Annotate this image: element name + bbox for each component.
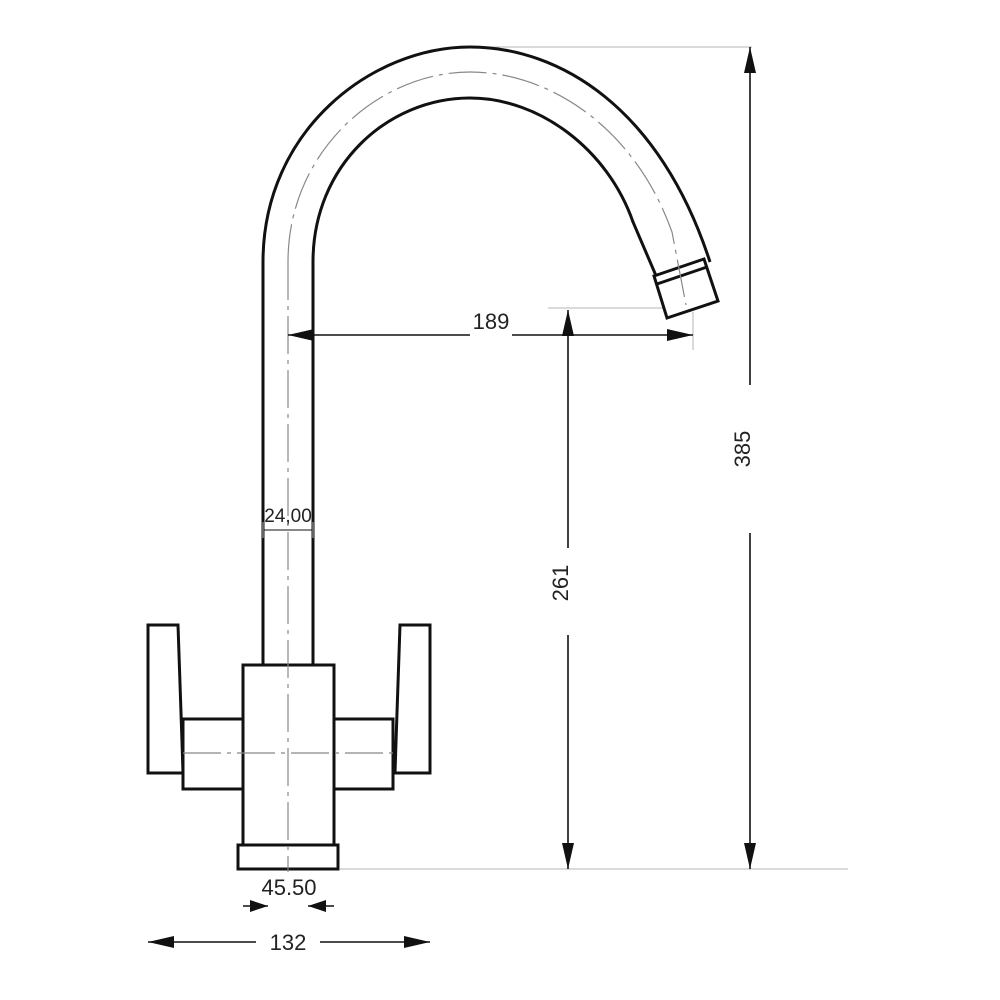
handle-span-arrow-left (148, 936, 174, 948)
spout-centerline (287, 71, 687, 306)
base-diameter-label: 45.50 (261, 875, 316, 900)
base-diameter-arrow-left (250, 900, 268, 912)
column-diameter-label: 24,00 (264, 506, 312, 527)
left-valve-housing (181, 717, 247, 791)
handle-span-label: 132 (270, 930, 307, 955)
total-height-arrow-top (744, 47, 756, 73)
outlet-height-arrow-top (562, 310, 574, 336)
outlet-height-label: 261 (548, 565, 573, 602)
right-lever-handle (393, 623, 432, 775)
outlet-height-arrow-bottom (562, 843, 574, 869)
total-height-label: 385 (730, 431, 755, 468)
spout-outlet-ring (656, 265, 708, 286)
spout-reach-arrow-right (667, 329, 693, 341)
spout-outer-contour (261, 45, 712, 665)
spout-outlet-nozzle (652, 257, 720, 320)
spout-reach-label: 189 (473, 309, 510, 334)
base-diameter-arrow-right (308, 900, 326, 912)
handle-span-arrow-right (404, 936, 430, 948)
right-valve-housing (331, 717, 395, 791)
total-height-arrow-bottom (744, 843, 756, 869)
spout-reach-arrow-left (288, 329, 314, 341)
spout-inner-contour (311, 96, 662, 665)
left-lever-handle (146, 623, 185, 775)
